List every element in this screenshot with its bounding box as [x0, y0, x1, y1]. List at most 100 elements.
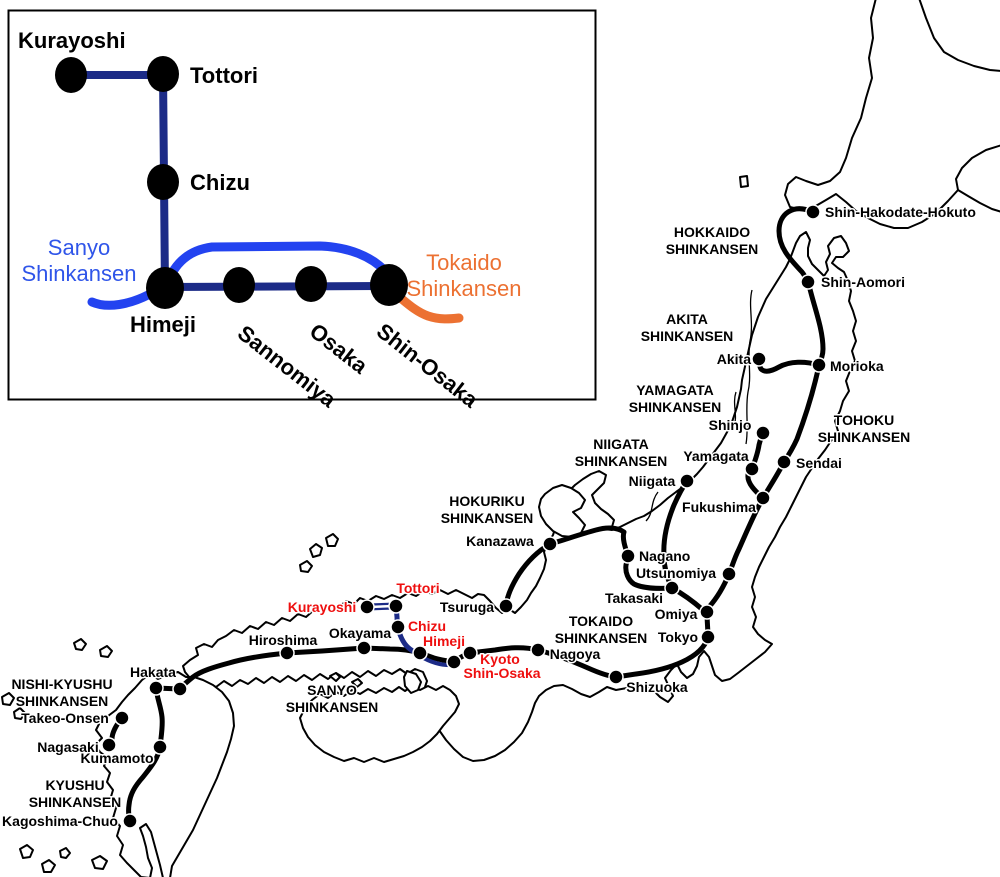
station-label-sendai: Sendai [796, 455, 842, 471]
station-dot-omiya [699, 604, 715, 620]
station-label-shinjo: Shinjo [709, 417, 752, 433]
station-label-takasaki: Takasaki [605, 590, 663, 606]
station-dot-kyoto [462, 645, 478, 661]
station-dot-tottori [388, 598, 404, 614]
small-island [739, 175, 749, 188]
station-label-shin-osaka: Shin-Osaka [463, 665, 540, 681]
station-label-kyoto: Kyoto [480, 651, 520, 667]
station-dot-niigata [679, 473, 695, 489]
station-dot-yamagata [744, 461, 760, 477]
hokkaido-coast-se [955, 144, 1000, 191]
station-dots [101, 204, 827, 829]
rail-hokuriku [503, 525, 675, 609]
inset-station-dot-himeji [146, 267, 184, 309]
station-dot-nagoya [530, 642, 546, 658]
station-dot-hakata [148, 680, 164, 696]
inset-border [7, 9, 597, 401]
station-label-tsuruga: Tsuruga [440, 599, 494, 615]
station-label-kumamoto: Kumamoto [80, 750, 153, 766]
station-dot-takeo-onsen [114, 710, 130, 726]
station-dot-kurayoshi [359, 599, 375, 615]
kyushu-sw-islets [19, 844, 108, 873]
station-label-hiroshima: Hiroshima [249, 632, 318, 648]
sado-island [538, 484, 586, 538]
interior-border [745, 289, 753, 445]
station-label-kurayoshi: Kurayoshi [288, 599, 356, 615]
station-dot-nagano [620, 548, 636, 564]
station-label-hakata: Hakata [130, 664, 176, 680]
station-label-fukushima: Fukushima [682, 499, 756, 515]
kyushu-coast [94, 671, 235, 877]
station-dot-kanazawa [542, 536, 558, 552]
station-dot-unlabeled [172, 681, 188, 697]
station-label-okayama: Okayama [329, 625, 391, 641]
inland-sea-islets [329, 672, 363, 688]
station-dot-takasaki [664, 580, 680, 596]
inset-station-label-himeji: Himeji [130, 312, 196, 337]
station-dot-kumamoto [152, 739, 168, 755]
station-label-morioka: Morioka [830, 358, 884, 374]
inset-station-label-kurayoshi: Kurayoshi [18, 28, 126, 53]
inset-line-himeji-shinosaka [161, 282, 393, 291]
station-label-nagano: Nagano [639, 548, 690, 564]
inset-station-label-osaka: Osaka [305, 318, 373, 379]
station-label-chizu: Chizu [408, 618, 446, 634]
station-dot-himeji [412, 645, 428, 661]
kyushu-nw-islets [1, 638, 113, 720]
station-label-niigata: Niigata [629, 473, 676, 489]
station-dot-nagasaki [101, 737, 117, 753]
station-dot-tsuruga [498, 598, 514, 614]
station-dot-hiroshima [279, 645, 295, 661]
station-dot-fukushima [755, 490, 771, 506]
station-label-kanazawa: Kanazawa [466, 533, 534, 549]
station-dot-shin-aomori [800, 274, 816, 290]
station-label-omiya: Omiya [655, 606, 698, 622]
rail-kyushu [126, 685, 165, 824]
inset-station-dot-tottori [147, 56, 179, 92]
station-label-shizuoka: Shizuoka [626, 679, 688, 695]
station-dot-morioka [811, 357, 827, 373]
rail-joetsu [661, 478, 690, 591]
station-dot-akita [751, 351, 767, 367]
interior-border-2 [733, 391, 737, 428]
station-dot-shin-osaka [446, 654, 462, 670]
station-label-yamagata: Yamagata [683, 448, 749, 464]
station-label-akita: Akita [717, 351, 751, 367]
inset-station-dots [55, 56, 408, 309]
station-label-utsunomiya: Utsunomiya [636, 565, 716, 581]
station-label-tottori: Tottori [396, 580, 439, 596]
shikoku-coast [299, 685, 460, 763]
station-dot-okayama [356, 640, 372, 656]
station-label-himeji: Himeji [423, 633, 465, 649]
station-dot-kagoshima-chuo [122, 813, 138, 829]
station-dot-sendai [776, 454, 792, 470]
station-dot-tokyo [700, 629, 716, 645]
station-dot-shizuoka [608, 669, 624, 685]
station-dot-chizu [390, 619, 406, 635]
station-dot-shin-hakodate-hokuto [805, 204, 821, 220]
station-label-shin-aomori: Shin-Aomori [821, 274, 905, 290]
inset-station-label-chizu: Chizu [190, 170, 250, 195]
station-label-kagoshima-chuo: Kagoshima-Chuo [2, 813, 118, 829]
hokkaido-coast-ne [918, 0, 1000, 72]
inset-station-dot-sannomiya [223, 267, 255, 303]
inset-station-dot-shin-osaka [370, 264, 408, 306]
